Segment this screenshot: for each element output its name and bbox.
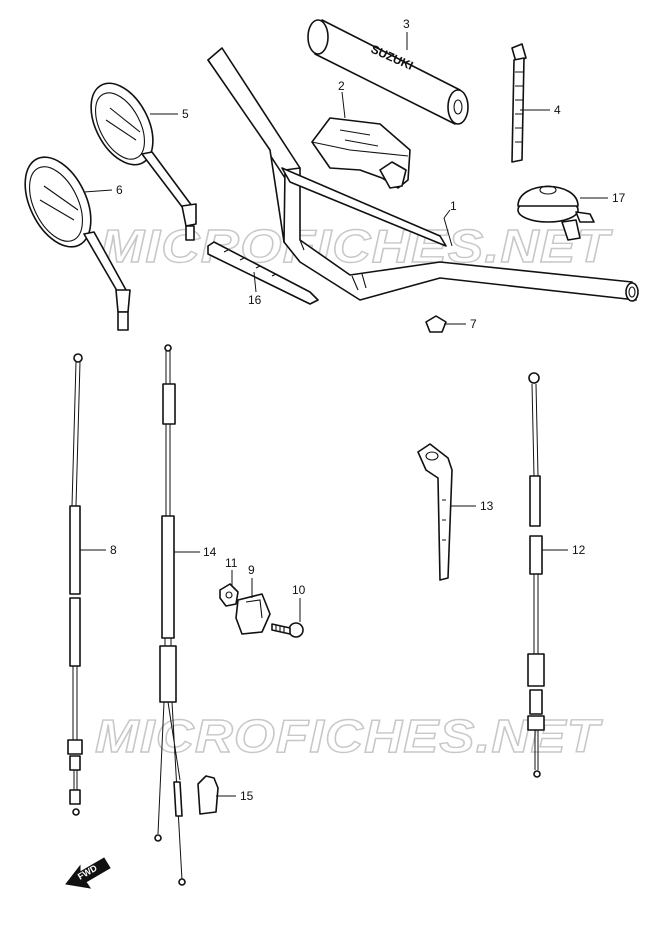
cable-8[interactable]	[67, 353, 83, 816]
leader-lines	[80, 32, 608, 797]
handlebar[interactable]	[207, 47, 639, 302]
cable-12[interactable]	[527, 372, 545, 778]
screw[interactable]	[271, 622, 304, 638]
label-part-6: 6	[116, 183, 123, 197]
nut[interactable]	[219, 583, 239, 607]
label-part-10: 10	[292, 583, 306, 597]
fwd-arrow-icon: FWD	[65, 857, 111, 889]
watermark-bottom: MICROFICHES.NET	[95, 710, 603, 762]
end-plug[interactable]	[425, 315, 447, 333]
label-part-2: 2	[338, 79, 345, 93]
strap-band[interactable]	[511, 43, 527, 163]
label-part-15: 15	[240, 789, 254, 803]
bell[interactable]	[517, 185, 595, 241]
clip-13[interactable]	[417, 443, 453, 581]
label-part-1: 1	[450, 199, 457, 213]
handlebar-pad[interactable]: SUZUKI	[307, 19, 469, 125]
cap[interactable]	[197, 775, 219, 815]
label-part-7: 7	[470, 317, 477, 331]
label-part-14: 14	[203, 545, 217, 559]
label-part-16: 16	[248, 293, 262, 307]
label-part-9: 9	[248, 563, 255, 577]
label-part-17: 17	[612, 191, 626, 205]
mirror-right[interactable]	[78, 73, 197, 241]
switch-housing[interactable]	[311, 117, 411, 189]
label-part-4: 4	[554, 103, 561, 117]
clamp[interactable]	[235, 593, 271, 635]
cable-14[interactable]	[154, 344, 186, 886]
label-part-12: 12	[572, 543, 586, 557]
label-part-5: 5	[182, 107, 189, 121]
band-16[interactable]	[207, 241, 319, 305]
label-part-3: 3	[403, 17, 410, 31]
label-part-13: 13	[480, 499, 494, 513]
mirror-left[interactable]	[12, 147, 131, 331]
part-labels: 1 2 3 4 5 6 7 8 9 10 11 12 13 14 15 16 1…	[110, 17, 626, 803]
label-part-11: 11	[225, 556, 238, 570]
watermark-top: MICROFICHES.NET	[100, 220, 613, 272]
label-part-8: 8	[110, 543, 117, 557]
